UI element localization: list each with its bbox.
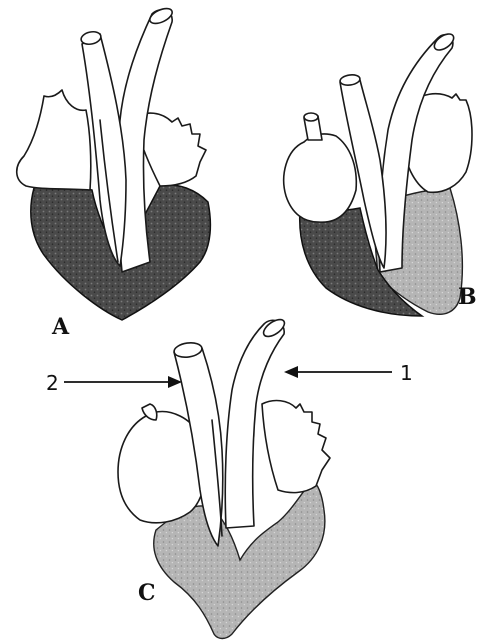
callout-label-2: 2 [46,371,59,395]
callout-arrow-1 [284,366,392,378]
callout-label-1: 1 [400,361,413,385]
heart-a [17,5,211,320]
panel-label-b: B [458,284,477,310]
panel-label-c: C [138,580,156,606]
heart-b-left-auricle [284,134,357,222]
callout-arrow-2 [64,376,182,388]
heart-c-right-auricle [262,401,330,493]
heart-a-left-auricle [17,90,91,190]
heart-b [284,31,472,316]
panel-label-a: A [51,314,70,340]
